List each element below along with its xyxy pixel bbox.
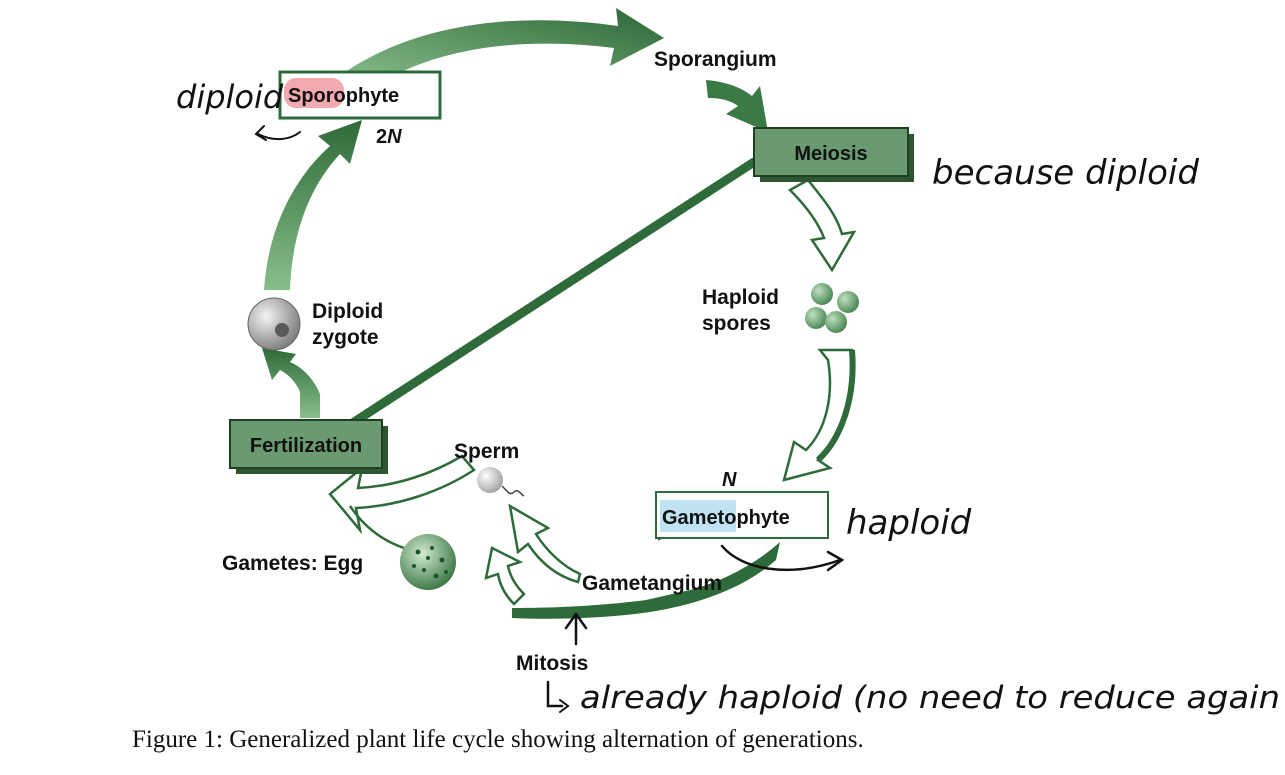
- sporophyte-box: Sporophyte: [278, 70, 442, 120]
- diploid-zygote-label-line2: zygote: [312, 326, 379, 349]
- sporophyte-ploidy: 2N: [376, 126, 402, 148]
- handwritten-haploid-note: haploid: [846, 503, 972, 543]
- arrow-gametophyte-to-gametangium: [512, 542, 780, 619]
- handwritten-already-haploid-note: already haploid (no need to reduce again: [580, 680, 1280, 716]
- gametangium-label: Gametangium: [582, 572, 722, 595]
- fertilization-label: Fertilization: [250, 435, 362, 457]
- sperm-label: Sperm: [454, 440, 519, 463]
- arrow-zygote-to-sporophyte: [264, 120, 362, 290]
- arrow-spores-to-gametophyte: [782, 348, 856, 482]
- gametophyte-label: Gametophyte: [662, 507, 790, 529]
- mitosis-handdrawn-arrow-icon: [564, 612, 588, 646]
- handwritten-corner-arrowhead-icon: [559, 699, 570, 713]
- sporo-highlight: [284, 78, 344, 108]
- egg-icon: [400, 534, 456, 590]
- sporangium-label: Sporangium: [654, 48, 777, 71]
- arrow-fertilization-to-zygote: [262, 348, 320, 418]
- gametophyte-box: Gametophyte: [655, 491, 829, 539]
- arrow-sporangium-to-meiosis: [706, 80, 768, 132]
- meiosis-label: Meiosis: [794, 143, 867, 165]
- arrow-gametangium-to-sperm: [508, 503, 582, 584]
- mitosis-label: Mitosis: [516, 652, 588, 675]
- zygote-icon: [247, 297, 301, 351]
- handwritten-arrow-haploid-icon: [720, 544, 845, 572]
- meiosis-box: Meiosis: [753, 127, 914, 182]
- haploid-spores-icon: [805, 283, 859, 333]
- sperm-icon: [477, 467, 525, 497]
- handwritten-diploid-note: diploid: [176, 78, 284, 116]
- handwritten-arrow-diploid-icon: [254, 125, 301, 141]
- arrow-gametes-to-fertilization: [328, 454, 476, 550]
- gameto-highlight: [660, 500, 736, 532]
- diploid-zygote-label-line1: Diploid: [312, 300, 383, 323]
- arrow-gametangium-to-egg: [484, 546, 526, 606]
- fertilization-box: Fertilization: [229, 419, 388, 474]
- sporophyte-label: Sporophyte: [288, 85, 399, 107]
- figure-caption: Figure 1: Generalized plant life cycle s…: [132, 726, 864, 753]
- arrow-sporophyte-to-sporangium: [345, 8, 664, 90]
- handwritten-corner-arrow-icon: [546, 680, 564, 708]
- gametophyte-ploidy: N: [722, 469, 737, 491]
- haploid-spores-label-line1: Haploid: [702, 286, 779, 309]
- handwritten-because-diploid-note: because diploid: [932, 153, 1199, 193]
- gametes-egg-label: Gametes: Egg: [222, 552, 363, 575]
- haploid-spores-label-line2: spores: [702, 312, 771, 335]
- connector-meiosis-fertilization: [343, 157, 759, 431]
- arrow-meiosis-to-spores: [787, 178, 857, 273]
